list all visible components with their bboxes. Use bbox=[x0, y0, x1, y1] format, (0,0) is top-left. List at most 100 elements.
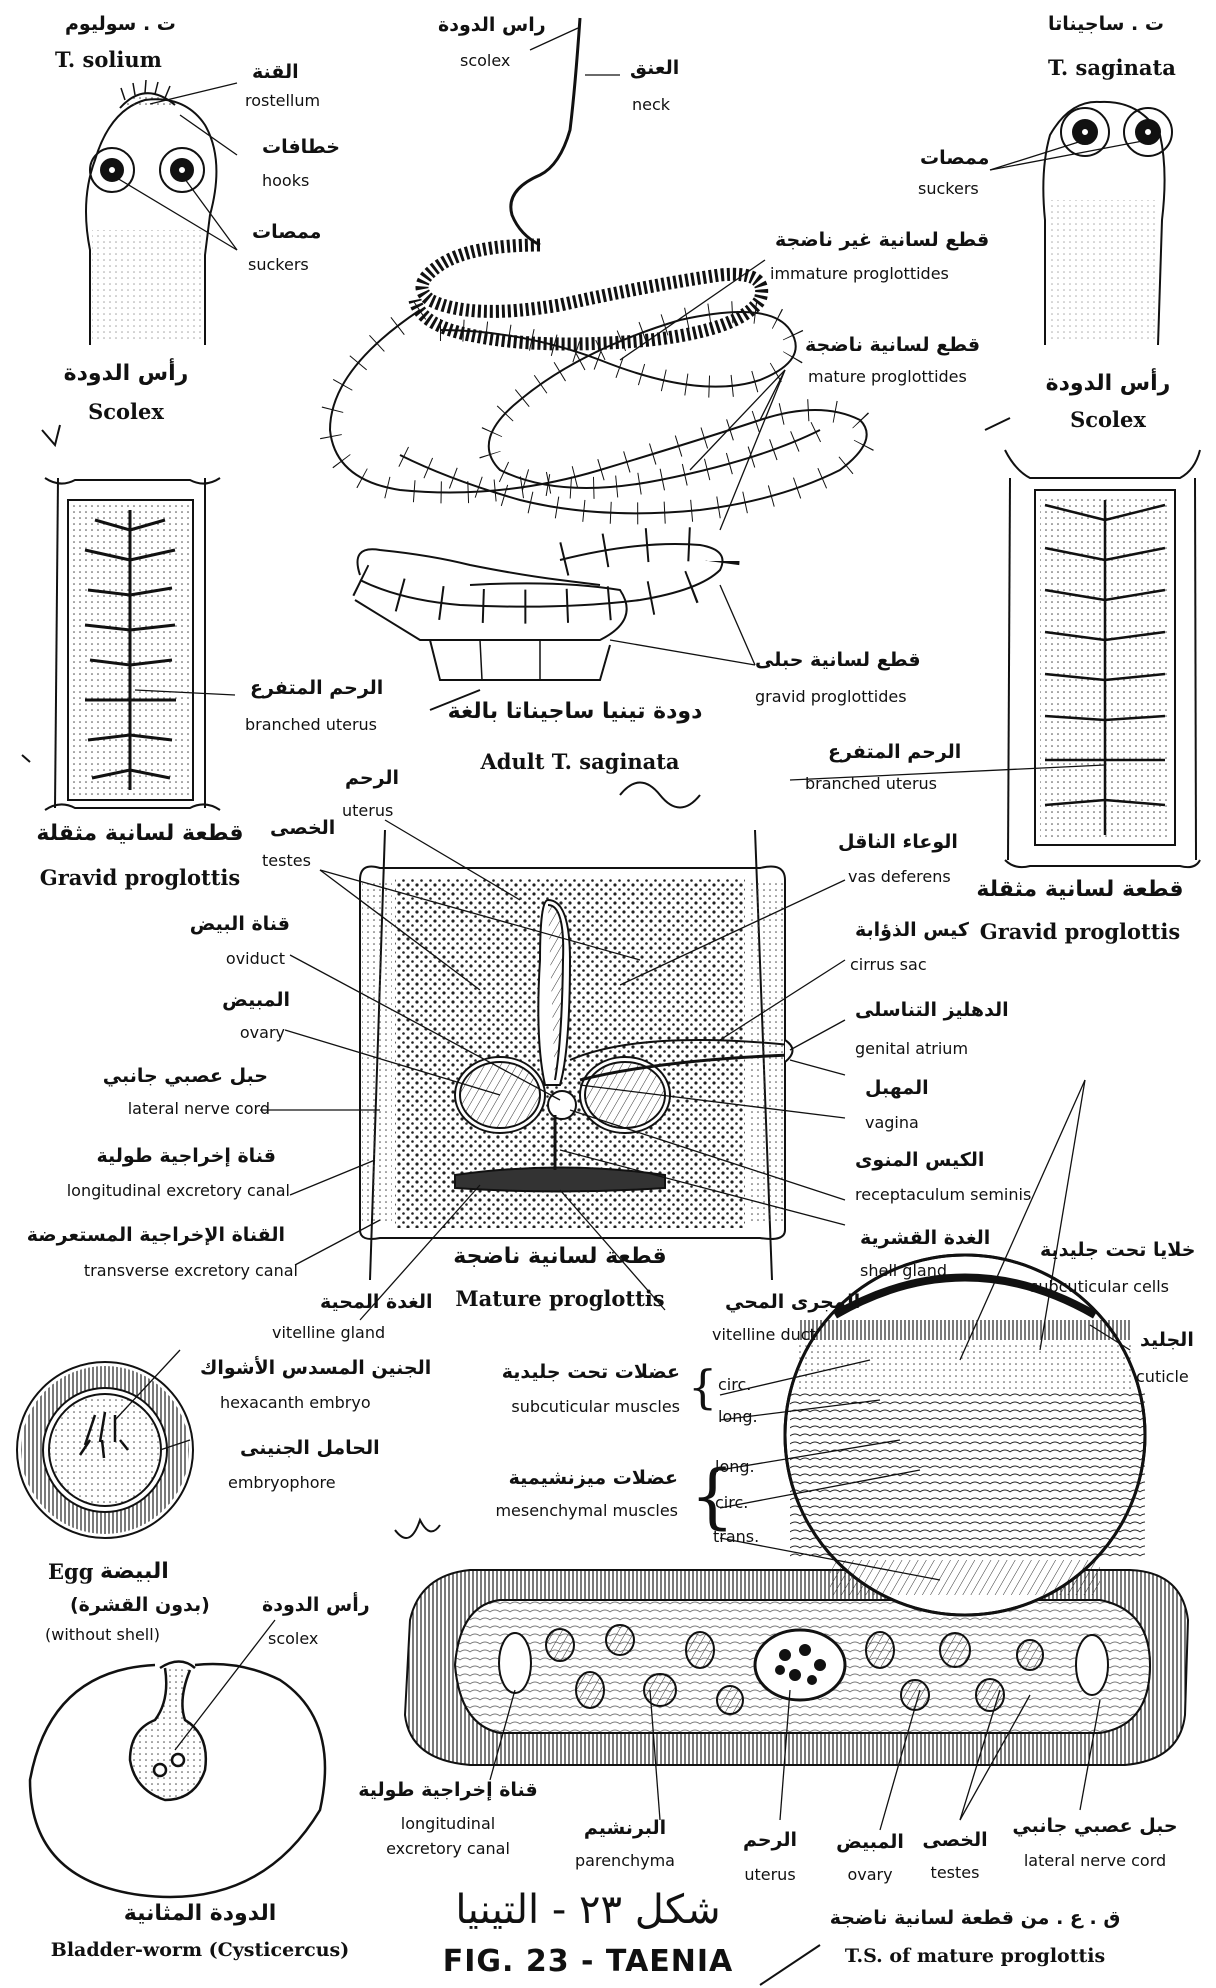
saginata-species-ar: ت . ساجيناتا bbox=[1048, 14, 1164, 35]
bladder-scolex-ar: رأس الدودة bbox=[262, 1595, 370, 1616]
ts-uterus-ar: الرحم bbox=[743, 1830, 797, 1851]
nerve-ar: حبل عصبي جانبي bbox=[103, 1066, 268, 1087]
subcuticular-brace: { bbox=[688, 1362, 717, 1413]
trans-canal-ar: القناة الإخراجية المستعرضة bbox=[27, 1225, 285, 1246]
hooks-ar: خطافات bbox=[262, 137, 340, 158]
genital-atrium-en: genital atrium bbox=[855, 1040, 968, 1058]
ts-nerve-en: lateral nerve cord bbox=[1024, 1852, 1166, 1870]
ts-caption-ar: ق . ع . من قطعة لسانية ناضجة bbox=[830, 1908, 1121, 1929]
vas-deferens-en: vas deferens bbox=[848, 868, 951, 886]
adult-worm-drawing bbox=[330, 18, 867, 680]
figure-title-ar: شكل ٢٣ - التينيا bbox=[455, 1888, 720, 1932]
receptaculum-en: receptaculum seminis bbox=[855, 1186, 1031, 1204]
saginata-suckers-en: suckers bbox=[918, 180, 979, 198]
oviduct-en: oviduct bbox=[226, 950, 285, 968]
gravid-right-drawing bbox=[1005, 450, 1200, 867]
ts-ovary-ar: المبيض bbox=[836, 1832, 904, 1853]
adult-neck-en: neck bbox=[632, 96, 670, 114]
solium-scolex-caption-ar: رأس الدودة bbox=[64, 362, 189, 386]
egg-note-en: (without shell) bbox=[45, 1626, 160, 1644]
genital-atrium-ar: الدهليز التناسلى bbox=[855, 1000, 1009, 1021]
mesenchymal-muscles-ar: عضلات ميزنشيمية bbox=[509, 1468, 678, 1489]
cirrus-en: cirrus sac bbox=[850, 956, 927, 974]
mature-proglottis-drawing bbox=[360, 830, 793, 1280]
subcuticular-muscles-en: subcuticular muscles bbox=[511, 1398, 680, 1416]
adult-scolex-en: scolex bbox=[460, 52, 510, 70]
long-label-2: long. bbox=[715, 1458, 755, 1476]
long-canal-ar: قناة إخراجية طولية bbox=[96, 1146, 276, 1167]
gravid-left-uterus-en: branched uterus bbox=[245, 716, 377, 734]
trans-label: trans. bbox=[713, 1528, 759, 1546]
testes-ar: الخصى bbox=[270, 818, 335, 839]
trans-canal-en: transverse excretory canal bbox=[84, 1262, 298, 1280]
vas-deferens-ar: الوعاء الناقل bbox=[838, 832, 958, 853]
gravid-right-caption-en: Gravid proglottis bbox=[980, 920, 1180, 943]
saginata-scolex-drawing bbox=[1043, 102, 1172, 345]
shell-gland-en: shell gland bbox=[860, 1262, 947, 1280]
vitelline-duct-en: vitelline duct bbox=[712, 1326, 816, 1344]
embryophore-ar: الحامل الجنينى bbox=[240, 1438, 380, 1459]
gravid-prog-ar: قطع لسانية حبلى bbox=[755, 650, 921, 671]
gravid-left-caption-ar: قطعة لسانية مثقلة bbox=[36, 822, 243, 846]
egg-note-ar: (بدون القشرة) bbox=[70, 1595, 210, 1616]
ts-caption-en: T.S. of mature proglottis bbox=[845, 1946, 1105, 1967]
parenchyma-ar: البرنشيم bbox=[584, 1818, 666, 1839]
rostellum-en: rostellum bbox=[245, 92, 320, 110]
solium-scolex-drawing bbox=[86, 80, 216, 345]
receptaculum-ar: الكيس المنوى bbox=[855, 1150, 984, 1171]
adult-caption-en: Adult T. saginata bbox=[480, 750, 679, 773]
nerve-en: lateral nerve cord bbox=[128, 1100, 270, 1118]
rostellum-ar: القنة bbox=[252, 62, 299, 83]
long-canal-en: longitudinal excretory canal bbox=[67, 1182, 290, 1200]
hooks-en: hooks bbox=[262, 172, 309, 190]
ts-canal-en-2: excretory canal bbox=[386, 1840, 510, 1858]
subcuticular-cells-ar: خلايا تحت جليدية bbox=[1040, 1240, 1195, 1261]
immature-ar: قطع لسانية غير ناضجة bbox=[775, 230, 989, 251]
egg-caption-ar: البيضة bbox=[100, 1560, 169, 1584]
gravid-left-drawing bbox=[45, 478, 220, 810]
bladder-caption-en: Bladder-worm (Cysticercus) bbox=[51, 1940, 349, 1961]
circ-label-2: circ. bbox=[715, 1494, 748, 1512]
gravid-left-caption-en: Gravid proglottis bbox=[40, 866, 240, 889]
saginata-species-en: T. saginata bbox=[1048, 56, 1176, 79]
testes-en: testes bbox=[262, 852, 311, 870]
vagina-ar: المهبل bbox=[865, 1078, 929, 1099]
hexacanth-ar: الجنين المسدس الأشواك bbox=[200, 1358, 431, 1379]
gravid-right-caption-ar: قطعة لسانية مثقلة bbox=[976, 878, 1183, 902]
embryophore-en: embryophore bbox=[228, 1474, 336, 1492]
cuticle-ar: الجليد bbox=[1140, 1330, 1194, 1351]
ts-canal-ar: قناة إخراجية طولية bbox=[358, 1780, 538, 1801]
ovary-en: ovary bbox=[240, 1024, 285, 1042]
mature-caption-ar: قطعة لسانية ناضجة bbox=[453, 1245, 666, 1269]
ts-testes-ar: الخصى bbox=[922, 1830, 987, 1851]
shell-gland-ar: الغدة القشرية bbox=[860, 1228, 990, 1249]
mature-prog-en: mature proglottides bbox=[808, 368, 967, 386]
saginata-suckers-ar: ممصات bbox=[920, 148, 989, 169]
hexacanth-en: hexacanth embryo bbox=[220, 1394, 371, 1412]
egg-caption-en: Egg bbox=[48, 1560, 93, 1583]
bladder-worm-drawing bbox=[30, 1662, 325, 1897]
saginata-scolex-caption-en: Scolex bbox=[1070, 408, 1146, 431]
adult-scolex-ar: راس الدودة bbox=[438, 15, 546, 36]
mesenchymal-muscles-en: mesenchymal muscles bbox=[495, 1502, 678, 1520]
ts-canal-en-1: longitudinal bbox=[401, 1815, 495, 1833]
gravid-right-uterus-ar: الرحم المتفرع bbox=[828, 742, 961, 763]
subcuticular-muscles-ar: عضلات تحت جليدية bbox=[502, 1362, 680, 1383]
vitelline-gland-en: vitelline gland bbox=[272, 1324, 385, 1342]
adult-neck-ar: العنق bbox=[630, 58, 679, 79]
vagina-en: vagina bbox=[865, 1114, 919, 1132]
egg-drawing bbox=[17, 1362, 193, 1538]
ts-testes-en: testes bbox=[931, 1864, 980, 1882]
ts-uterus-en: uterus bbox=[744, 1866, 795, 1884]
cuticle-en: cuticle bbox=[1136, 1368, 1189, 1386]
ts-ovary-en: ovary bbox=[847, 1866, 892, 1884]
cirrus-ar: كيس الذؤابة bbox=[855, 920, 969, 941]
oviduct-ar: قناة البيض bbox=[190, 914, 290, 935]
circ-label-1: circ. bbox=[718, 1376, 751, 1394]
vitelline-gland-ar: الغدة المحية bbox=[320, 1292, 433, 1313]
solium-species-ar: ت . سوليوم bbox=[65, 14, 176, 35]
mature-uterus-en: uterus bbox=[342, 802, 393, 820]
figure-title-en: FIG. 23 - TAENIA bbox=[443, 1945, 734, 1978]
